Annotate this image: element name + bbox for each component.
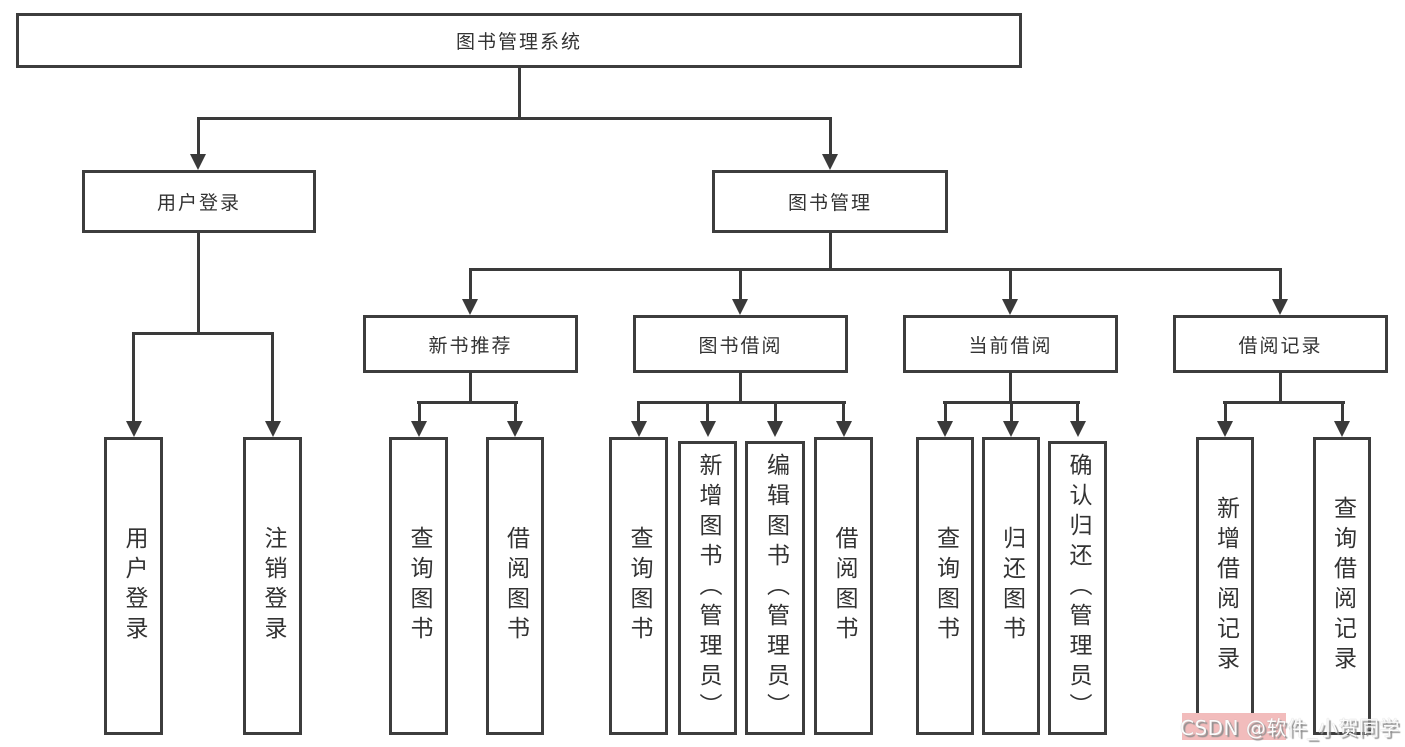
connector-vline [842,401,845,424]
node-library-management-system: 图书管理系统 [16,13,1022,68]
connector-vline [637,401,640,424]
leaf-query-borrow-record: 查询借阅记录 [1313,437,1371,735]
watermark-highlight [1182,713,1286,740]
leaf-return-books: 归还图书 [982,437,1040,735]
connector-hline [637,401,846,404]
node-label: 新增借阅记录 [1212,496,1239,676]
node-label: 查询图书 [406,526,432,646]
node-label: 借阅图书 [502,526,529,646]
arrow-down-icon [126,421,142,437]
node-label: 借阅记录 [1238,334,1323,357]
connector-vline [706,401,709,424]
arrow-down-icon [1002,299,1018,315]
node-label: 用户登录 [121,526,147,646]
leaf-add-borrow-record: 新增借阅记录 [1196,437,1254,735]
connector-vline [197,233,200,334]
leaf-borrow-books: 借阅图书 [814,437,873,735]
connector-vline [1279,371,1282,404]
arrow-down-icon [265,421,281,437]
leaf-borrow-books-recommend: 借阅图书 [486,437,544,735]
node-borrowing-records: 借阅记录 [1173,315,1388,373]
leaf-add-book-admin: 新增图书（管理员） [678,441,737,735]
arrow-down-icon [190,154,206,170]
arrow-down-icon [1334,421,1350,437]
connector-hline [197,117,831,120]
arrow-down-icon [937,421,953,437]
connector-vline [514,401,517,424]
node-label: 归还图书 [998,526,1025,646]
arrow-down-icon [836,421,852,437]
node-book-management: 图书管理 [712,170,948,233]
connector-vline [944,401,947,424]
connector-vline [1010,401,1013,424]
connector-vline [132,332,135,422]
node-label: 查询图书 [626,526,652,646]
arrow-down-icon [507,421,523,437]
connector-hline [132,332,274,335]
arrow-down-icon [767,421,783,437]
arrow-down-icon [462,299,478,315]
arrow-down-icon [700,421,716,437]
node-label: 查询借阅记录 [1329,496,1356,676]
connector-vline [418,401,421,424]
node-label: 用户登录 [156,192,241,214]
node-label: 图书借阅 [698,334,783,357]
arrow-down-icon [1272,299,1288,315]
connector-vline [1224,401,1227,424]
connector-hline [1223,401,1345,404]
arrow-down-icon [1070,421,1086,437]
connector-vline [1009,268,1012,301]
watermark: CSDN @软件_小贺同学 [1180,711,1405,742]
node-label: 确认归还（管理员） [1065,453,1091,723]
node-label: 注销登录 [260,526,286,646]
arrow-down-icon [1217,421,1233,437]
node-current-borrowing: 当前借阅 [903,315,1118,373]
connector-vline [518,68,521,119]
connector-vline [739,268,742,301]
connector-vline [197,117,200,156]
node-new-book-recommend: 新书推荐 [363,315,578,373]
node-label: 借阅图书 [831,526,857,646]
connector-hline [417,401,518,404]
leaf-edit-book-admin: 编辑图书（管理员） [745,441,805,735]
node-label: 图书管理系统 [455,31,582,53]
connector-vline [1009,371,1012,404]
node-user-login: 用户登录 [82,170,316,233]
connector-vline [774,401,777,424]
leaf-query-books-recommend: 查询图书 [389,437,448,735]
arrow-down-icon [822,154,838,170]
node-label: 新增图书（管理员） [695,453,721,723]
connector-vline [829,233,832,271]
node-book-borrowing: 图书借阅 [633,315,848,373]
connector-hline [469,268,1282,271]
leaf-query-books-borrowing: 查询图书 [609,437,668,735]
leaf-user-login: 用户登录 [104,437,163,735]
node-label: 新书推荐 [428,334,513,357]
connector-vline [739,371,742,404]
connector-vline [271,332,274,422]
arrow-down-icon [732,299,748,315]
connector-vline [469,371,472,404]
arrow-down-icon [411,421,427,437]
connector-vline [1076,401,1079,424]
node-label: 图书管理 [787,192,872,214]
arrow-down-icon [631,421,647,437]
node-label: 当前借阅 [968,334,1053,357]
connector-vline [469,268,472,301]
node-label: 编辑图书（管理员） [762,453,789,723]
connector-vline [1279,268,1282,301]
leaf-query-books-current: 查询图书 [916,437,974,735]
leaf-logout: 注销登录 [243,437,302,735]
arrow-down-icon [1003,421,1019,437]
connector-vline [1341,401,1344,424]
watermark-text: CSDN @软件_小贺同学 [1180,716,1400,740]
node-label: 查询图书 [932,526,959,646]
connector-vline [829,117,832,156]
leaf-confirm-return-admin: 确认归还（管理员） [1048,441,1107,735]
